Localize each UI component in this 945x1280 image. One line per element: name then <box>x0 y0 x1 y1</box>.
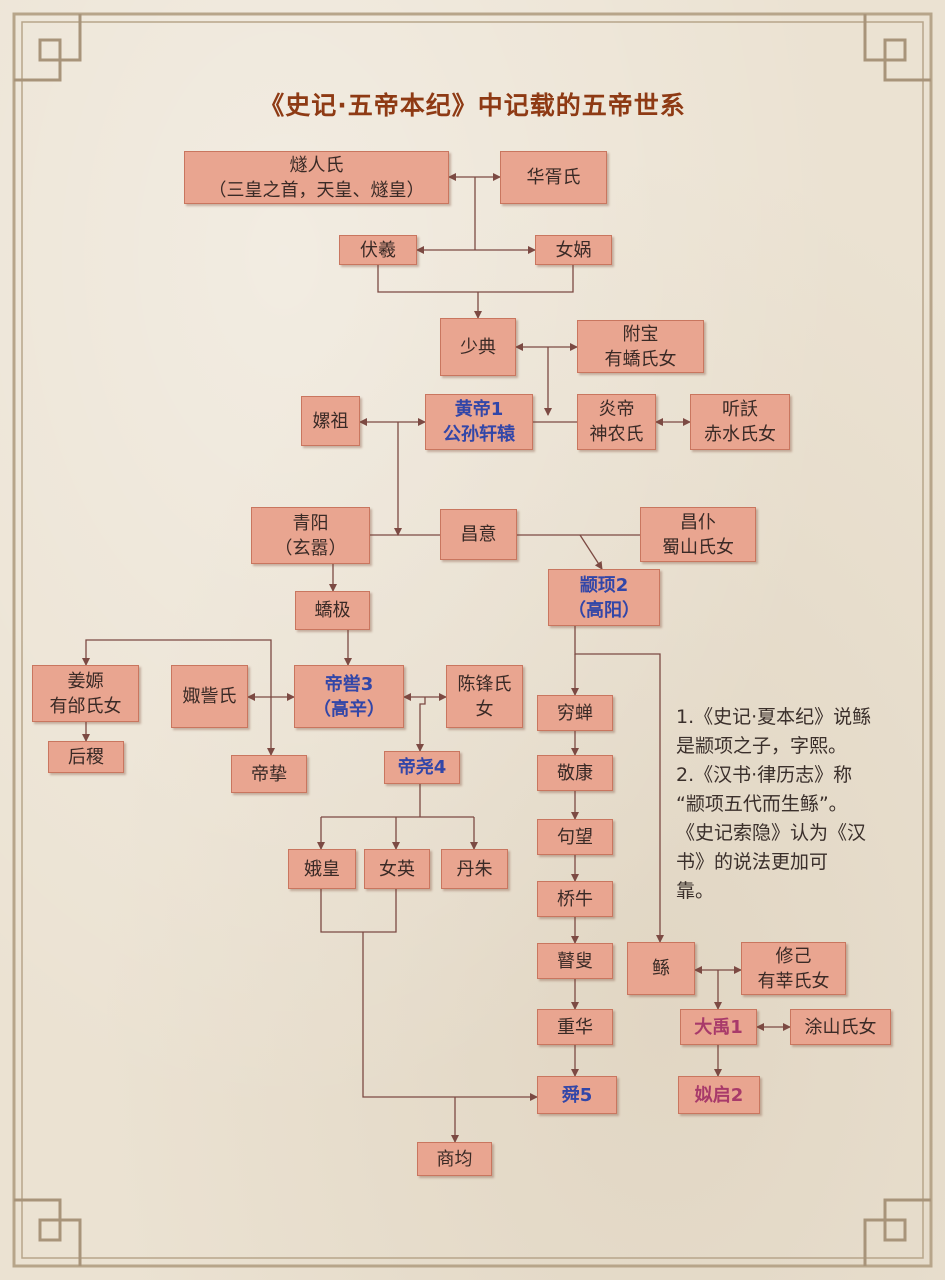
node-shangjun: 商均 <box>417 1142 492 1176</box>
node-qiongchan: 穷蝉 <box>537 695 613 731</box>
node-juzi: 娵訾氏 <box>171 665 248 728</box>
node-siqi: 姒启2 <box>678 1076 760 1114</box>
link-to-jiangyuan <box>82 639 272 697</box>
node-fuxi: 伏羲 <box>339 235 417 265</box>
node-danzhu: 丹朱 <box>441 849 508 889</box>
node-chonghua: 重华 <box>537 1009 613 1045</box>
node-xiuji: 修己 有莘氏女 <box>741 942 846 995</box>
node-nvying: 女英 <box>364 849 430 889</box>
node-huangdi: 黄帝1 公孙轩辕 <box>425 394 533 450</box>
note-line: 《史记索隐》认为《汉 <box>676 822 867 844</box>
annotation-note: 1.《史记·夏本纪》说鲧 是颛项之子，字熙。 2.《汉书·律历志》称 “颛项五代… <box>676 703 926 906</box>
node-fubao: 附宝 有蟜氏女 <box>577 320 704 373</box>
link-ehuang-nvying-shun <box>320 889 397 933</box>
node-yandi: 炎帝 神农氏 <box>577 394 656 450</box>
node-jiangyuan: 姜嫄 有邰氏女 <box>32 665 139 722</box>
link-zhuanxu-branch <box>574 626 664 943</box>
node-leizu: 嫘祖 <box>301 396 360 446</box>
node-ehuang: 娥皇 <box>288 849 356 889</box>
node-dayu: 大禹1 <box>680 1009 757 1045</box>
node-changyi: 昌意 <box>440 509 517 560</box>
node-goumang: 句望 <box>537 819 613 855</box>
link-to-zhuanxu <box>579 534 603 570</box>
node-gun: 鲧 <box>627 942 695 995</box>
node-shaodian: 少典 <box>440 318 516 376</box>
node-nvwa: 女娲 <box>535 235 612 265</box>
node-tingyao: 听訞 赤水氏女 <box>690 394 790 450</box>
note-line: 2.《汉书·律历志》称 <box>676 764 853 786</box>
note-line: 1.《史记·夏本纪》说鲧 <box>676 706 872 728</box>
diagram-title: 《史记·五帝本纪》中记载的五帝世系 <box>259 91 686 120</box>
node-qingyang: 青阳 （玄嚣） <box>251 507 370 564</box>
node-houji: 后稷 <box>48 741 124 773</box>
node-shun: 舜5 <box>537 1076 617 1114</box>
node-jiaoji: 蟜极 <box>295 591 370 630</box>
note-line: 靠。 <box>676 880 715 902</box>
node-chenfeng: 陈锋氏 女 <box>446 665 523 728</box>
node-dizhi: 帝挚 <box>231 755 307 793</box>
node-jingkang: 敬康 <box>537 755 613 791</box>
node-diku: 帝喾3 （高辛） <box>294 665 404 728</box>
note-line: 书》的说法更加可 <box>676 851 829 873</box>
node-gusou: 瞽叟 <box>537 943 613 979</box>
link-to-shaodian <box>377 265 574 293</box>
node-changpu: 昌仆 蜀山氏女 <box>640 507 756 562</box>
node-tushan: 涂山氏女 <box>790 1009 891 1045</box>
note-line: 是颛项之子，字熙。 <box>676 735 848 757</box>
node-zhuanxu: 颛顼2 （高阳） <box>548 569 660 626</box>
node-suiren: 燧人氏 （三皇之首，天皇、燧皇） <box>184 151 449 204</box>
link-to-diyao <box>416 697 426 752</box>
node-qiaoniu: 桥牛 <box>537 881 613 917</box>
node-diyao: 帝尧4 <box>384 751 460 784</box>
note-line: “颛项五代而生鲧”。 <box>676 793 848 815</box>
node-huaxu: 华胥氏 <box>500 151 607 204</box>
